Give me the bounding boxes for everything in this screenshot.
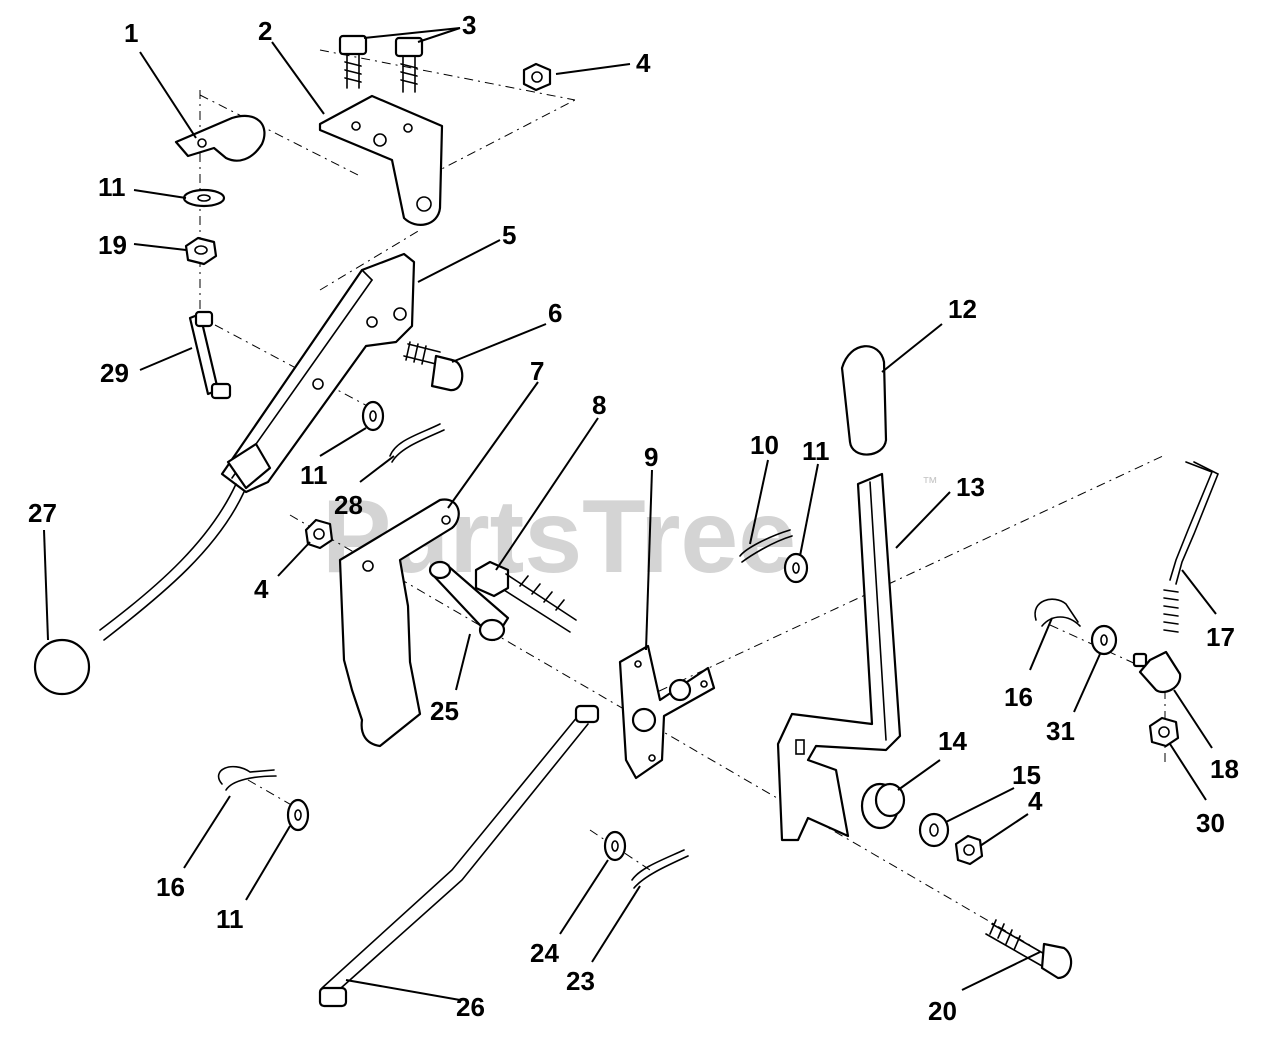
- washer-part: [361, 400, 385, 432]
- callout-20: 20: [928, 996, 957, 1026]
- bracket-part: [318, 94, 444, 226]
- callout-9: 9: [644, 442, 658, 472]
- hex-nut-part: [184, 236, 218, 266]
- callout-4: 4: [636, 48, 651, 78]
- bolt-part: [338, 34, 424, 93]
- height-lever-part: [776, 472, 902, 842]
- washer-part: [286, 798, 310, 832]
- washer-part: [1090, 624, 1118, 656]
- callout-4: 4: [1028, 786, 1043, 816]
- washer-part: [783, 552, 809, 584]
- nut-part: [954, 834, 984, 866]
- callout-6: 6: [548, 298, 562, 328]
- grip-part: [840, 345, 888, 456]
- cotter-pin-part: [389, 423, 445, 463]
- callout-16: 16: [156, 872, 185, 902]
- callout-12: 12: [948, 294, 977, 324]
- nut-part: [304, 518, 334, 550]
- callout-4: 4: [254, 574, 269, 604]
- washer-part: [182, 188, 226, 208]
- callout-2: 2: [258, 16, 272, 46]
- lift-rod-part: [33, 483, 245, 696]
- callout-16: 16: [1004, 682, 1033, 712]
- callout-5: 5: [502, 220, 516, 250]
- lift-lever-part: [220, 252, 416, 494]
- callout-numbers: 1 2 3 4 11 19 5 29 6 7 8 9 10 11 11 28 2…: [28, 10, 1239, 1026]
- watermark-trademark: ™: [922, 475, 938, 492]
- callout-24: 24: [530, 938, 559, 968]
- callout-11: 11: [300, 460, 328, 490]
- leader-lines: [43, 27, 1217, 1001]
- carriage-bolt-part: [985, 919, 1073, 980]
- callout-11: 11: [98, 172, 126, 202]
- callout-8: 8: [592, 390, 606, 420]
- hair-pin-part: [217, 765, 277, 791]
- callout-28: 28: [334, 490, 363, 520]
- callout-18: 18: [1210, 754, 1239, 784]
- pivot-bracket-part: [618, 644, 716, 780]
- nut-part: [1148, 716, 1180, 748]
- lever-plate-part: [338, 498, 460, 748]
- clip-part: [174, 114, 266, 162]
- cotter-pin-part: [739, 529, 793, 563]
- callout-25: 25: [430, 696, 459, 726]
- callout-17: 17: [1206, 622, 1235, 652]
- long-bolt-part: [474, 560, 577, 633]
- spacer-part: [428, 560, 510, 642]
- washer-part: [918, 812, 950, 848]
- cotter-pin-part: [631, 849, 689, 889]
- callout-19: 19: [98, 230, 127, 260]
- callout-26: 26: [456, 992, 485, 1022]
- callout-11: 11: [216, 904, 244, 934]
- callout-23: 23: [566, 966, 595, 996]
- callout-29: 29: [100, 358, 129, 388]
- washer-part: [603, 830, 627, 862]
- trunnion-part: [1132, 650, 1182, 694]
- nut-part: [522, 62, 552, 92]
- hair-pin-part: [1034, 598, 1081, 627]
- callout-10: 10: [750, 430, 779, 460]
- shoulder-bolt-part: [403, 341, 464, 392]
- callout-14: 14: [938, 726, 967, 756]
- callout-13: 13: [956, 472, 985, 502]
- adjustment-rod-part: [1163, 461, 1220, 633]
- callout-15: 15: [1012, 760, 1041, 790]
- link-part: [188, 310, 232, 400]
- callout-27: 27: [28, 498, 57, 528]
- bushing-part: [860, 782, 906, 830]
- callout-11: 11: [802, 436, 830, 466]
- callout-31: 31: [1046, 716, 1075, 746]
- callout-30: 30: [1196, 808, 1225, 838]
- callout-7: 7: [530, 356, 544, 386]
- lift-link-rod-part: [318, 704, 600, 1008]
- callout-1: 1: [124, 18, 138, 48]
- callout-3: 3: [462, 10, 476, 40]
